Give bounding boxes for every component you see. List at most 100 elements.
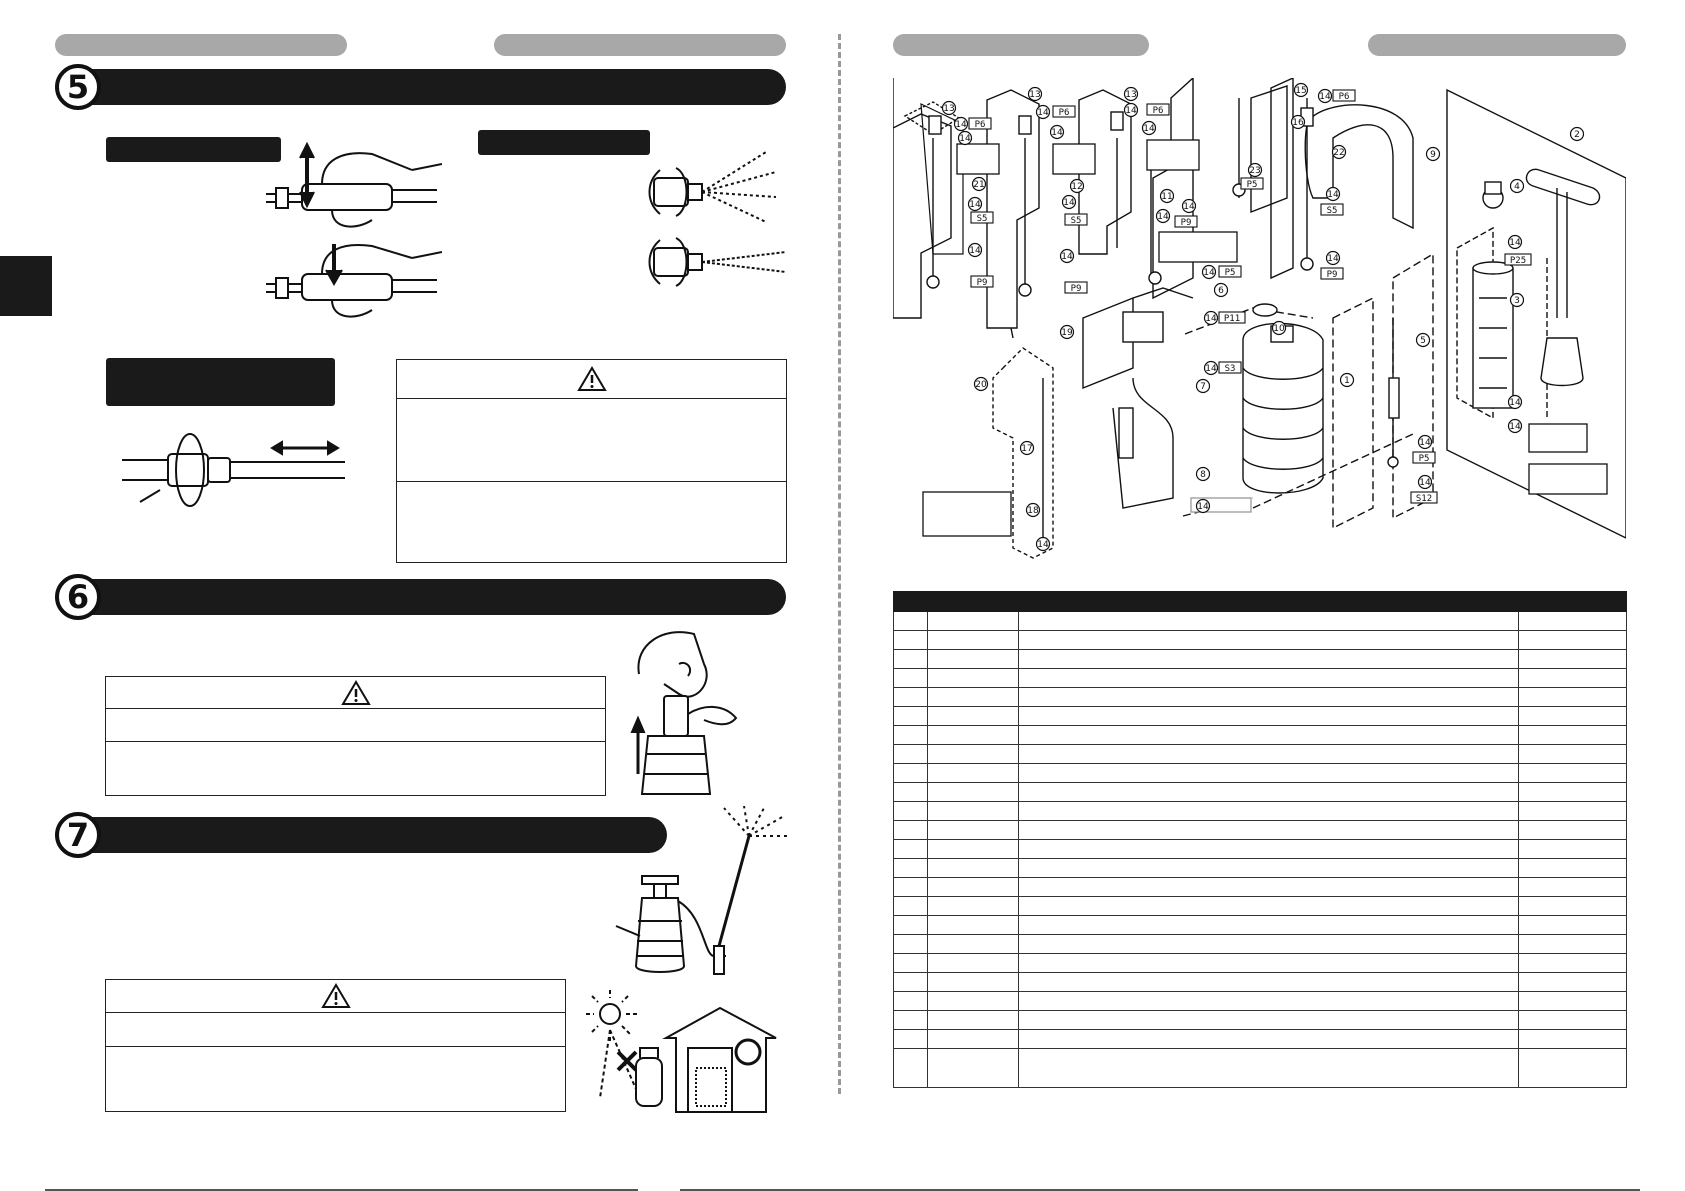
- warning-box-section-6: [105, 676, 606, 796]
- svg-text:S5: S5: [1327, 206, 1338, 216]
- code-p6-b: P6: [1052, 105, 1076, 118]
- parts-table-body: [893, 611, 1627, 1088]
- callout-23: 23: [1247, 162, 1263, 178]
- callout-14-u: 14: [1507, 394, 1523, 410]
- callout-5: 5: [1415, 332, 1431, 348]
- callout-14-t: 14: [1417, 434, 1433, 450]
- x-mark-icon: [616, 1050, 638, 1072]
- svg-text:14: 14: [1143, 124, 1155, 134]
- trigger-hand-illustration: [266, 141, 442, 318]
- svg-text:8: 8: [1200, 470, 1206, 480]
- svg-text:14: 14: [1205, 314, 1217, 324]
- code-p25: P25: [1504, 253, 1532, 266]
- table-row: [893, 820, 1627, 840]
- warning-box-divider: [106, 1046, 565, 1047]
- section-5-label-a: [106, 137, 281, 162]
- code-p5-b: P5: [1218, 265, 1242, 278]
- section-5-label-c: [106, 358, 335, 406]
- svg-text:14: 14: [1063, 198, 1075, 208]
- pressure-release-illustration: [630, 631, 738, 795]
- left-header-pill-2: [494, 34, 786, 56]
- parts-table-header-row: [893, 591, 1627, 612]
- svg-text:14: 14: [1061, 252, 1073, 262]
- callout-6: 6: [1213, 282, 1229, 298]
- callout-7: 7: [1195, 378, 1211, 394]
- callout-14-g: 14: [1317, 88, 1333, 104]
- svg-text:P5: P5: [1225, 268, 1236, 278]
- callout-22: 22: [1331, 144, 1347, 160]
- callout-14-r: 14: [1203, 310, 1219, 326]
- svg-text:P6: P6: [1339, 92, 1350, 102]
- callout-14-k: 14: [1181, 198, 1197, 214]
- svg-text:13: 13: [1029, 90, 1040, 100]
- warning-triangle-icon: [320, 983, 351, 1008]
- code-p11: P11: [1218, 311, 1246, 324]
- table-row: [893, 801, 1627, 821]
- table-row: [893, 687, 1627, 707]
- sprayer-in-use-illustration: [615, 806, 789, 975]
- svg-text:10: 10: [1273, 324, 1285, 334]
- code-p6-a: P6: [968, 117, 992, 130]
- svg-text:P5: P5: [1247, 180, 1258, 190]
- svg-text:14: 14: [1205, 364, 1217, 374]
- callout-13-a: 13: [941, 100, 957, 116]
- warning-triangle-icon: [340, 680, 371, 705]
- section-5-bar: [70, 69, 786, 105]
- svg-text:9: 9: [1430, 150, 1436, 160]
- svg-text:14: 14: [1419, 478, 1431, 488]
- callout-14-p: 14: [1325, 250, 1341, 266]
- callout-21: 21: [971, 176, 987, 192]
- svg-text:15: 15: [1295, 86, 1306, 96]
- svg-text:14: 14: [1509, 238, 1521, 248]
- svg-text:13: 13: [1125, 90, 1136, 100]
- table-row: [893, 668, 1627, 688]
- svg-text:14: 14: [1051, 128, 1063, 138]
- code-p9-c: P9: [1174, 215, 1198, 228]
- parts-table: [893, 591, 1627, 1088]
- table-row: [893, 630, 1627, 650]
- svg-text:14: 14: [1319, 92, 1331, 102]
- callout-14-q: 14: [1201, 264, 1217, 280]
- callout-9: 9: [1425, 146, 1441, 162]
- warning-box-section-7: [105, 979, 566, 1112]
- page-edge-tab: [0, 256, 52, 316]
- svg-text:17: 17: [1021, 444, 1032, 454]
- svg-text:P25: P25: [1510, 256, 1526, 266]
- callout-14-j: 14: [1325, 186, 1341, 202]
- table-row: [893, 763, 1627, 783]
- svg-text:14: 14: [1157, 212, 1169, 222]
- table-row: [893, 744, 1627, 764]
- svg-text:P6: P6: [975, 120, 986, 130]
- callout-14-y: 14: [1035, 536, 1051, 552]
- section-7-bar: [70, 817, 667, 853]
- callout-14-b: 14: [957, 130, 973, 146]
- nozzle-adjust-illustration: [648, 151, 787, 287]
- callout-13-c: 13: [1123, 86, 1139, 102]
- code-s5-b: S5: [1064, 213, 1088, 226]
- table-row: [893, 953, 1627, 973]
- warning-box-divider: [397, 398, 786, 399]
- page-divider: [838, 34, 841, 1094]
- svg-text:14: 14: [1327, 190, 1339, 200]
- callout-14-c: 14: [1035, 104, 1051, 120]
- svg-text:14: 14: [1183, 202, 1195, 212]
- table-row: [893, 858, 1627, 878]
- svg-text:14: 14: [1037, 108, 1049, 118]
- svg-text:16: 16: [1292, 118, 1304, 128]
- svg-text:S12: S12: [1416, 494, 1432, 504]
- code-p6-c: P6: [1146, 103, 1170, 116]
- table-row: [893, 1048, 1627, 1088]
- svg-text:14: 14: [1327, 254, 1339, 264]
- table-row: [893, 839, 1627, 859]
- table-row: [893, 934, 1627, 954]
- storage-illustration: [586, 990, 777, 1113]
- svg-text:14: 14: [959, 134, 971, 144]
- code-s12: S12: [1410, 491, 1438, 504]
- svg-text:5: 5: [1420, 336, 1426, 346]
- warning-box-divider: [106, 1012, 565, 1013]
- svg-text:20: 20: [975, 380, 987, 390]
- code-p9-b: P9: [1064, 281, 1088, 294]
- section-5-number: 5: [55, 64, 101, 110]
- svg-text:14: 14: [1509, 422, 1521, 432]
- callout-14-n: 14: [967, 242, 983, 258]
